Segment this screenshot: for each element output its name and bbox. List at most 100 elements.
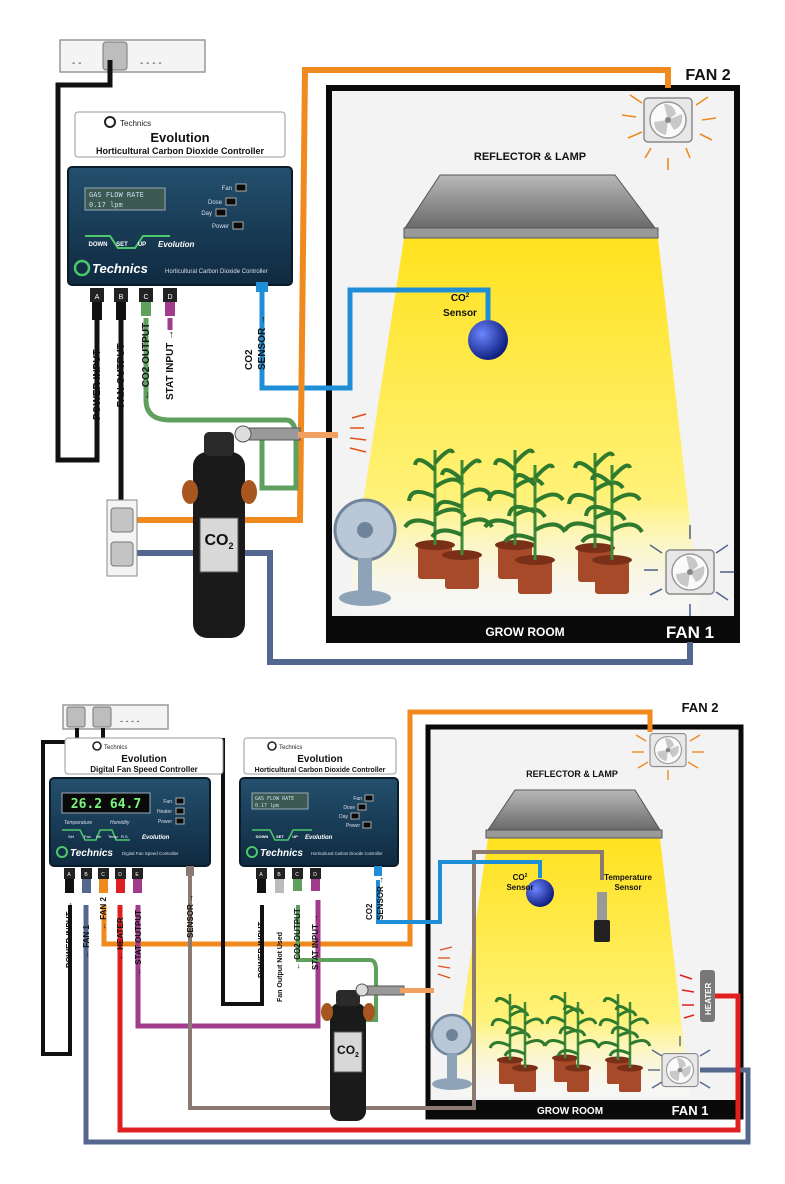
bottom-fan-port-c: C xyxy=(101,872,105,878)
bottom-fan-label-fan1: ← FAN 1 xyxy=(82,925,91,958)
top-co2-controller: GAS FLOW RATE 0.17 lpm Fan Dose Day Powe… xyxy=(67,166,293,286)
top-heat-arrows xyxy=(349,413,367,453)
bottom-co2-label-sensor-2: SENSOR → xyxy=(376,876,385,920)
bottom-fan-led-fan xyxy=(175,797,185,805)
bottom-fan-port-d: D xyxy=(118,872,122,878)
top-led-power-label: Power xyxy=(212,224,229,230)
bottom-co2-sensor-cable xyxy=(376,860,542,924)
top-reflector xyxy=(403,174,659,239)
svg-text:- - - -: - - - - xyxy=(140,58,162,69)
top-co2-sensor-cable xyxy=(259,287,491,391)
bottom-co2-button-down[interactable]: DOWN xyxy=(256,834,269,839)
top-label-co2-sensor-1: CO2 xyxy=(244,349,255,370)
bottom-co2-subtitle: Horticultural Carbon Dioxide Controller xyxy=(255,767,386,774)
bottom-fan-ports: A B C D E xyxy=(64,866,194,893)
top-co2-cylinder xyxy=(182,425,338,638)
top-led-dose-label: Dose xyxy=(208,200,223,206)
bottom-fan2-label: FAN 2 xyxy=(682,700,719,715)
bottom-fan-button-rs[interactable]: R.S. xyxy=(121,834,129,839)
bottom-co2-title: Evolution xyxy=(297,754,343,765)
top-button-down[interactable]: DOWN xyxy=(89,242,108,248)
bottom-desk-fan-icon xyxy=(430,1013,474,1090)
bottom-stat-cable xyxy=(135,900,321,1029)
top-port-c: C xyxy=(143,294,148,301)
top-led-day-label: Day xyxy=(201,211,212,217)
bottom-temp-sensor-probe xyxy=(594,892,610,942)
bottom-co2-sensor-label-2: Sensor xyxy=(506,883,533,892)
bottom-fan-label-fan2: ← FAN 2 xyxy=(99,897,108,930)
top-fan1-label: FAN 1 xyxy=(666,623,714,642)
bottom-co2-label-co2-output: ← CO2 OUTPUT xyxy=(293,908,302,970)
bottom-co2-logo: Technics xyxy=(260,848,303,859)
bottom-co2-port-a: A xyxy=(259,872,263,878)
bottom-co2-led-day-label: Day xyxy=(339,814,348,820)
bottom-fan-button-temp[interactable]: Temp xyxy=(108,834,119,839)
bottom-temp-sensor-label-1: Temperature xyxy=(604,873,652,882)
bottom-co2-button-up[interactable]: UP xyxy=(292,834,298,839)
top-port-d: D xyxy=(167,294,172,301)
bottom-co2-label-power-input: POWER INPUT → xyxy=(257,911,266,978)
top-brand-text: Technics xyxy=(120,119,151,128)
top-button-set[interactable]: SET xyxy=(116,242,128,248)
bottom-grow-room-label: GROW ROOM xyxy=(537,1106,603,1117)
bottom-power-strip: - - - - xyxy=(62,704,169,730)
bottom-fan-lcd: 26.2 64.7 xyxy=(71,797,141,812)
top-led-fan-label: Fan xyxy=(222,186,232,192)
bottom-heater-label: HEATER xyxy=(704,982,713,1015)
top-button-up[interactable]: UP xyxy=(138,242,146,248)
bottom-co2-lcd-line1: GAS FLOW RATE xyxy=(255,796,294,802)
bottom-fan-led-power xyxy=(175,817,185,825)
top-grow-room-floor xyxy=(329,616,737,642)
top-led-power xyxy=(232,221,244,230)
top-label-power-input: POWER INPUT → xyxy=(92,337,103,420)
bottom-fan-led-heater-label: Heater xyxy=(157,809,172,815)
top-ports: A B C D xyxy=(90,282,268,320)
bottom-co2-led-day xyxy=(350,812,360,820)
bottom-fan-port-b: B xyxy=(84,872,88,878)
bottom-fan1-cable xyxy=(83,905,751,1145)
bottom-co2-controller-header: Technics Evolution Horticultural Carbon … xyxy=(243,737,397,775)
top-fan2-icon xyxy=(621,94,717,170)
bottom-reflector-label: REFLECTOR & LAMP xyxy=(526,769,618,779)
bottom-co2-lcd-line2: 0.17 lpm xyxy=(255,803,279,809)
top-cylinder-label: CO2 xyxy=(204,532,233,551)
bottom-fan-led-heater xyxy=(175,807,185,815)
top-co2-sensor-label-2: Sensor xyxy=(443,308,477,319)
top-power-cable xyxy=(55,60,113,463)
bottom-co2-led-power-label: Power xyxy=(346,823,361,829)
bottom-fan-label-heater: ← HEATER xyxy=(116,917,125,960)
bottom-fan-caption: Digital Fan Speed Controller xyxy=(122,851,179,856)
bottom-co2-led-fan xyxy=(364,794,374,802)
top-controller-subtitle: Horticultural Carbon Dioxide Controller xyxy=(96,146,265,156)
bottom-co2-sensor-label-1: CO2 xyxy=(513,873,528,882)
top-lcd-line2: 0.17 lpm xyxy=(89,201,123,209)
top-controller-title: Evolution xyxy=(150,130,209,145)
bottom-fan-button-fan[interactable]: Fan xyxy=(84,834,91,839)
bottom-fan-led-fan-label: Fan xyxy=(163,799,172,805)
bottom-fan-label-stat-output: ← STAT OUTPUT xyxy=(134,910,143,975)
bottom-fan-port-e: E xyxy=(135,872,139,878)
top-label-co2-output: ← CO2 OUTPUT xyxy=(141,323,152,400)
bottom-fan-evolution: Evolution xyxy=(142,835,170,841)
bottom-fan1-icon xyxy=(648,1036,711,1089)
bottom-fan-label-power-input: POWER INPUT → xyxy=(65,901,74,968)
bottom-fan-button-set[interactable]: Set xyxy=(68,834,75,839)
bottom-fan-brand: Technics xyxy=(104,745,127,751)
bottom-co2-label-fan-output: Fan Output Not Used xyxy=(277,932,284,1002)
svg-text:- -: - - xyxy=(72,58,81,69)
top-led-dose xyxy=(225,197,237,206)
top-panel-caption: Horticultural Carbon Dioxide Controller xyxy=(165,269,268,275)
bottom-co2-brand: Technics xyxy=(279,745,302,751)
bottom-fan-controller-header: Technics Evolution Digital Fan Speed Con… xyxy=(64,737,224,775)
bottom-fan-button-htr[interactable]: Htr xyxy=(96,834,102,839)
top-port-a: A xyxy=(95,294,100,301)
bottom-co2-evolution: Evolution xyxy=(305,835,333,841)
bottom-fan-controller: 26.2 64.7 Fan Heater Power Temperature H… xyxy=(49,777,211,867)
bottom-fan-subtitle: Digital Fan Speed Controller xyxy=(90,765,198,774)
top-port-b: B xyxy=(119,294,124,301)
bottom-co2-port-d: D xyxy=(313,872,317,878)
bottom-diagram: - - - - GROW ROOM FAN 1 REFLECTOR & LAMP xyxy=(41,700,751,1145)
top-fan2-label: FAN 2 xyxy=(685,67,730,84)
bottom-co2-button-set[interactable]: SET xyxy=(276,834,284,839)
bottom-co2-sensor-ball xyxy=(526,879,554,907)
